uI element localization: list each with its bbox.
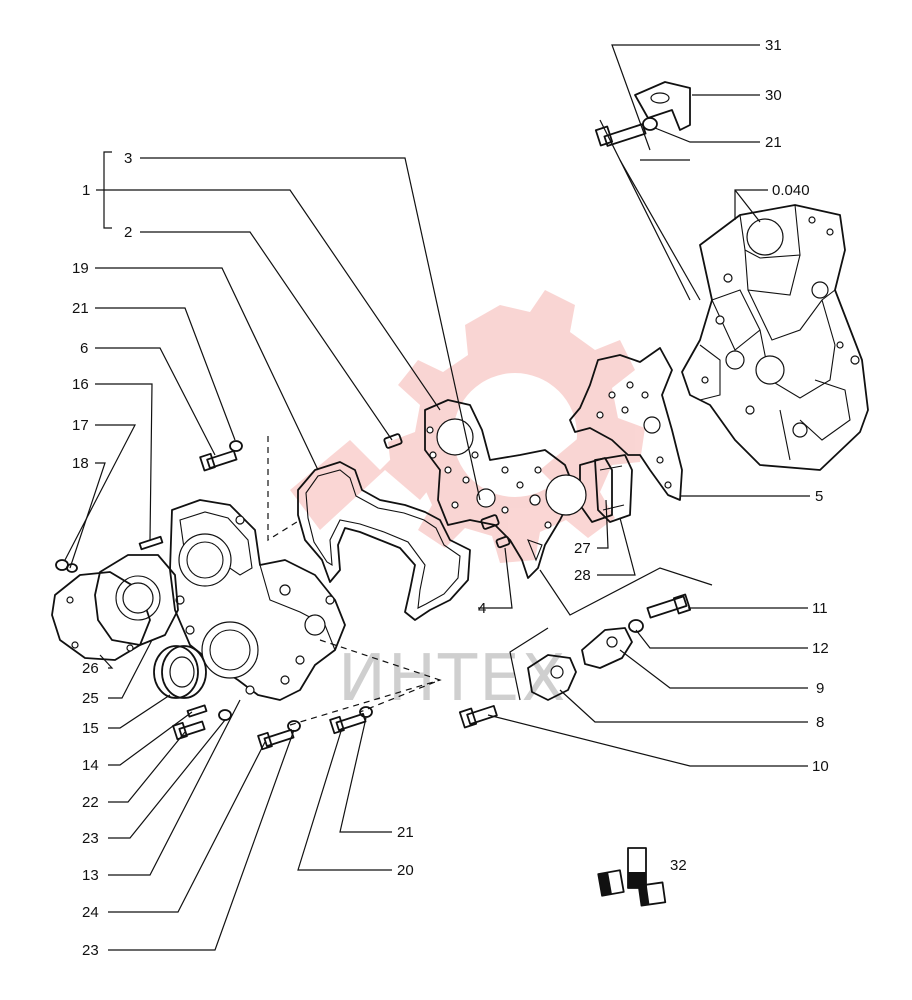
callout-8: 8	[816, 714, 824, 731]
callout-11: 11	[812, 600, 828, 617]
callout-labels: 31 30 21 0.040 3 1 2 19 21 6 16 17 18 5 …	[72, 37, 829, 959]
callout-10: 10	[812, 758, 829, 775]
callout-25: 25	[82, 690, 99, 707]
callout-23b: 23	[82, 942, 99, 959]
callout-24: 24	[82, 904, 99, 921]
callout-27: 27	[574, 540, 591, 557]
washer-21-top	[642, 117, 658, 131]
callout-17: 17	[72, 417, 89, 434]
bracket-30	[634, 81, 691, 131]
callout-1: 1	[82, 182, 90, 199]
callout-21-left: 21	[72, 300, 89, 317]
bolt-10	[458, 705, 498, 729]
washer-12	[628, 619, 644, 633]
callout-9: 9	[816, 680, 824, 697]
dowel-pin-4	[495, 535, 511, 549]
callout-22: 22	[82, 794, 99, 811]
callout-23a: 23	[82, 830, 99, 847]
callout-13: 13	[82, 867, 99, 884]
callout-3: 3	[124, 150, 132, 167]
dowel-pin-2	[383, 433, 403, 449]
washer-18	[66, 563, 78, 573]
washer-23b	[287, 720, 301, 732]
dowel-pin-3	[480, 514, 500, 530]
callout-4: 4	[478, 600, 486, 617]
callout-18: 18	[72, 455, 89, 472]
stud-16	[138, 535, 164, 551]
sealant-kit-32	[597, 847, 667, 907]
callout-0040: 0.040	[772, 182, 810, 199]
callout-19: 19	[72, 260, 89, 277]
callout-28: 28	[574, 567, 591, 584]
callout-2: 2	[124, 224, 132, 241]
callout-30: 30	[765, 87, 782, 104]
callout-20: 20	[397, 862, 414, 879]
callout-14: 14	[82, 757, 99, 774]
timing-cover-13	[169, 499, 346, 701]
callout-5: 5	[815, 488, 823, 505]
leader-lines	[64, 44, 810, 951]
watermark-text: ИНТЕХ	[338, 642, 567, 716]
stud-14	[186, 704, 208, 718]
callout-31: 31	[765, 37, 782, 54]
gasket-plate-5	[569, 347, 683, 501]
bracket-9	[581, 627, 633, 669]
gasket-19	[297, 461, 471, 621]
bolt-11	[646, 593, 692, 619]
gasket-25	[94, 554, 179, 646]
callout-26: 26	[82, 660, 99, 677]
bolt-6	[199, 450, 238, 472]
callout-21-top: 21	[765, 134, 782, 151]
oil-seal-15	[153, 645, 207, 699]
bolt-20	[329, 712, 367, 735]
callout-32: 32	[670, 857, 687, 874]
callout-21-bottom: 21	[397, 824, 414, 841]
crankcase-housing	[681, 204, 869, 471]
washer-23a	[218, 709, 232, 721]
callout-12: 12	[812, 640, 829, 657]
callout-15: 15	[82, 720, 99, 737]
washer-21-left	[229, 440, 243, 452]
bracket-8	[527, 654, 577, 701]
callout-16: 16	[72, 376, 89, 393]
timing-plate-1	[424, 399, 587, 579]
bolt-31	[594, 123, 647, 147]
callout-6: 6	[80, 340, 88, 357]
bolt-22	[172, 720, 206, 741]
